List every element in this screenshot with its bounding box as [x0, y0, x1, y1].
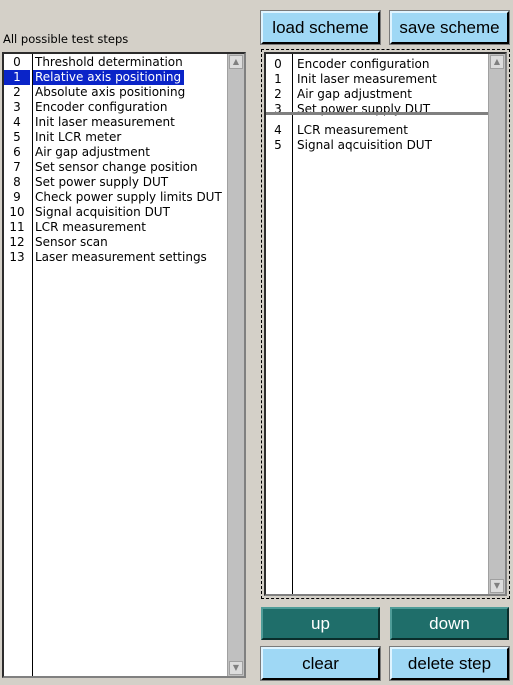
list-item[interactable]: 3 Encoder configuration — [4, 100, 226, 115]
step-index: 10 — [9, 205, 25, 219]
list-item[interactable]: 9 Check power supply limits DUT — [4, 190, 226, 205]
step-index: 8 — [13, 175, 21, 189]
delete-step-button[interactable]: delete step — [390, 647, 509, 680]
list-item[interactable]: 13 Laser measurement settings — [4, 250, 226, 265]
step-label: Init laser measurement — [35, 115, 175, 129]
step-label: Init LCR meter — [35, 130, 122, 144]
index-column-divider — [292, 54, 293, 594]
all-steps-title: All possible test steps — [3, 32, 129, 46]
index-column-divider — [32, 54, 33, 676]
list-item[interactable]: 2 Air gap adjustment — [266, 87, 488, 102]
scroll-up-icon[interactable]: ▲ — [229, 55, 243, 69]
step-index: 1 — [274, 72, 282, 86]
step-label: Threshold determination — [35, 55, 183, 69]
step-label: Relative axis positioning — [33, 70, 185, 85]
scroll-up-icon[interactable]: ▲ — [490, 55, 504, 69]
step-index: 11 — [9, 220, 25, 234]
step-label: Set power supply DUT — [35, 175, 169, 189]
step-index: 2 — [13, 85, 21, 99]
step-index: 5 — [274, 138, 282, 152]
scheme-steps-scrollbar[interactable]: ▲ ▼ — [488, 54, 505, 594]
scroll-down-icon[interactable]: ▼ — [229, 661, 243, 675]
step-index: 0 — [274, 57, 282, 71]
step-index: 2 — [274, 87, 282, 101]
up-button[interactable]: up — [261, 607, 380, 640]
step-index: 12 — [9, 235, 25, 249]
step-label: Encoder configuration — [35, 100, 168, 114]
list-item[interactable]: 1 Init laser measurement — [266, 72, 488, 87]
step-label: LCR measurement — [297, 123, 408, 137]
list-item[interactable]: 7 Set sensor change position — [4, 160, 226, 175]
down-button[interactable]: down — [390, 607, 509, 640]
step-label: Signal aqcuisition DUT — [297, 138, 432, 152]
scheme-drop-indicator — [266, 112, 488, 115]
save-scheme-button[interactable]: save scheme — [390, 11, 509, 44]
step-index: 0 — [13, 55, 21, 69]
scheme-frame: 0 Encoder configuration 1 Init laser measur… — [261, 49, 510, 599]
step-label: Air gap adjustment — [297, 87, 412, 101]
scheme-steps-list[interactable]: 0 Encoder configuration 1 Init laser measur… — [264, 52, 507, 596]
step-index: 13 — [9, 250, 25, 264]
step-index: 3 — [274, 102, 282, 116]
step-index: 4 — [274, 123, 282, 137]
step-index: 6 — [13, 145, 21, 159]
list-item[interactable]: 6 Air gap adjustment — [4, 145, 226, 160]
step-label: Laser measurement settings — [35, 250, 207, 264]
step-label: Encoder configuration — [297, 57, 430, 71]
list-item[interactable]: 0 Threshold determination — [4, 55, 226, 70]
step-label: Signal acquisition DUT — [35, 205, 170, 219]
step-index: 5 — [13, 130, 21, 144]
scroll-down-icon[interactable]: ▼ — [490, 579, 504, 593]
list-item[interactable]: 11 LCR measurement — [4, 220, 226, 235]
scrollbar-track[interactable] — [229, 70, 243, 660]
step-label: Check power supply limits DUT — [35, 190, 222, 204]
step-index: 3 — [13, 100, 21, 114]
step-index: 1 — [4, 70, 30, 85]
step-index: 4 — [13, 115, 21, 129]
step-index: 7 — [13, 160, 21, 174]
scrollbar-track[interactable] — [490, 70, 504, 578]
step-index: 9 — [13, 190, 21, 204]
list-item[interactable]: 8 Set power supply DUT — [4, 175, 226, 190]
step-label: Sensor scan — [35, 235, 108, 249]
load-scheme-button[interactable]: load scheme — [261, 11, 380, 44]
list-item[interactable]: 5 Init LCR meter — [4, 130, 226, 145]
list-item[interactable]: 2 Absolute axis positioning — [4, 85, 226, 100]
all-steps-scrollbar[interactable]: ▲ ▼ — [227, 54, 244, 676]
list-item[interactable]: 10 Signal acquisition DUT — [4, 205, 226, 220]
step-label: LCR measurement — [35, 220, 146, 234]
step-label: Init laser measurement — [297, 72, 437, 86]
clear-button[interactable]: clear — [261, 647, 380, 680]
list-item[interactable]: 5 Signal aqcuisition DUT — [266, 138, 488, 153]
step-label: Absolute axis positioning — [35, 85, 186, 99]
step-label: Air gap adjustment — [35, 145, 150, 159]
list-item[interactable]: 4 LCR measurement — [266, 123, 488, 138]
list-item[interactable]: 4 Init laser measurement — [4, 115, 226, 130]
step-label: Set sensor change position — [35, 160, 198, 174]
list-item[interactable]: 12 Sensor scan — [4, 235, 226, 250]
list-item[interactable]: 0 Encoder configuration — [266, 57, 488, 72]
